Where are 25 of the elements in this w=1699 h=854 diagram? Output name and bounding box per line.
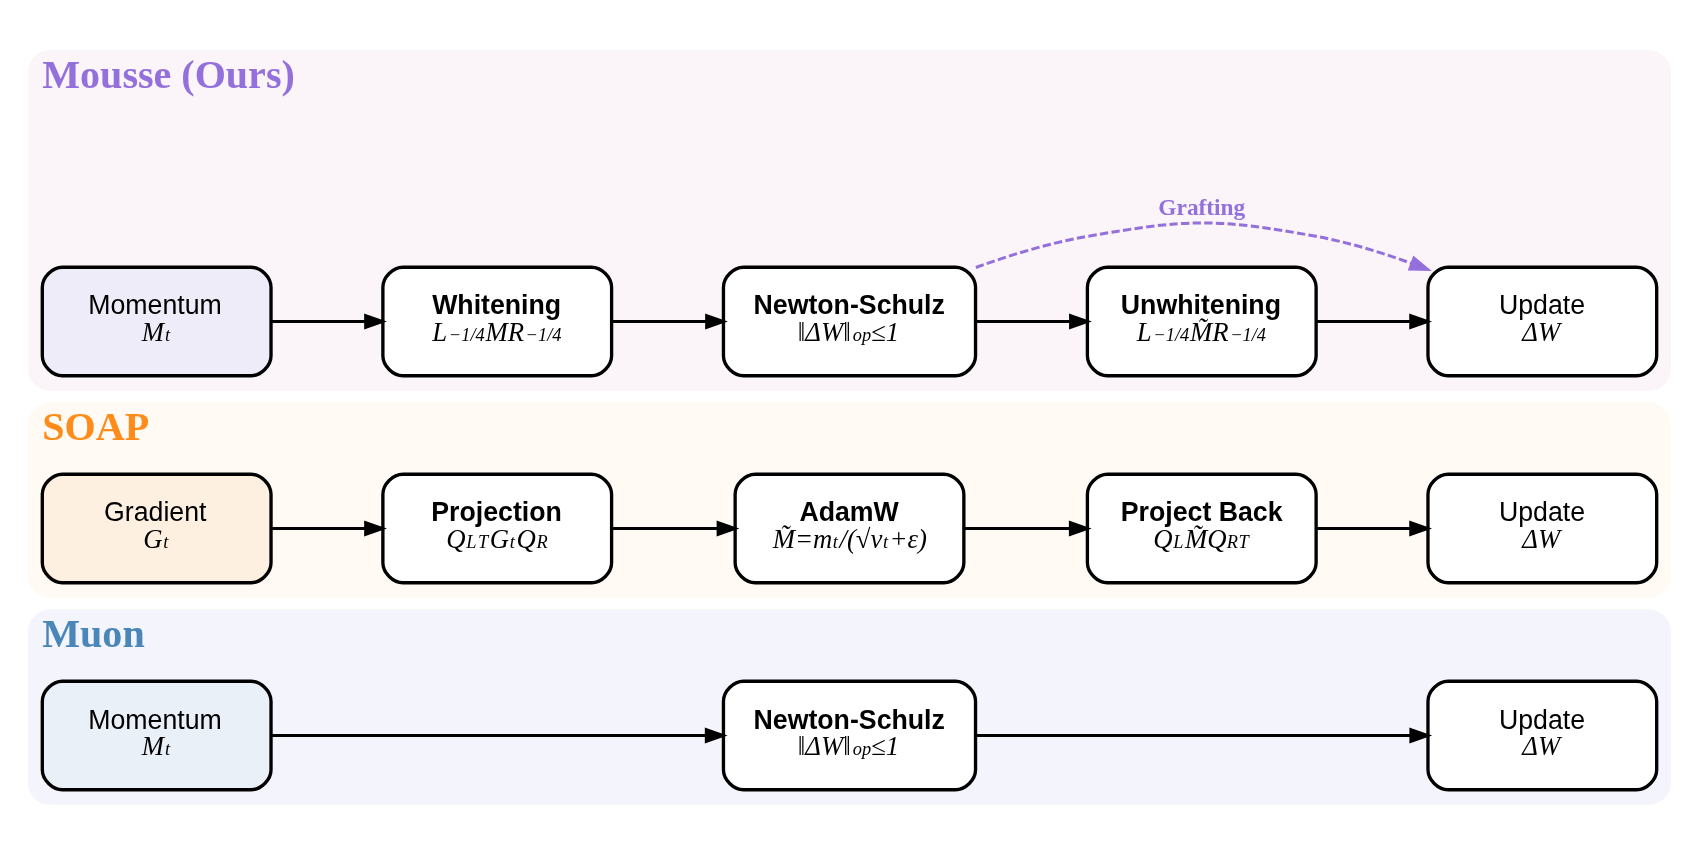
arrow (611, 520, 740, 536)
node-box: Update ΔW (1426, 265, 1659, 377)
node-box: Whitening L−1/4MR−1/4 (381, 265, 614, 377)
arrow (1316, 313, 1432, 329)
node-box: Momentum Mt (40, 265, 273, 377)
node-box: Projection QLTGtQR (381, 472, 614, 584)
node-box: AdamW M̃=mt/(√vt+ε) (733, 472, 966, 584)
node-box: Project Back QLM̃QRT (1085, 472, 1318, 584)
node-box: Update ΔW (1426, 472, 1659, 584)
arrow (611, 313, 728, 329)
node-box: Newton-Schulz ‖ΔW‖op≤1 (721, 265, 978, 377)
node-box: Unwhitening L−1/4M̃R−1/4 (1085, 265, 1318, 377)
arrow (975, 313, 1092, 329)
arrow (964, 520, 1092, 536)
arrow (1316, 520, 1432, 536)
arrow (271, 313, 387, 329)
node-box: Momentum Mt (40, 679, 273, 791)
arrow (271, 727, 728, 743)
arrow (976, 727, 1433, 743)
node-box: Newton-Schulz ‖ΔW‖op≤1 (721, 679, 978, 791)
arrow (271, 520, 387, 536)
node-box: Update ΔW (1426, 679, 1659, 791)
node-box: Gradient Gt (40, 472, 273, 584)
edge-label: Grafting (1158, 193, 1246, 220)
arrow (975, 220, 1432, 271)
